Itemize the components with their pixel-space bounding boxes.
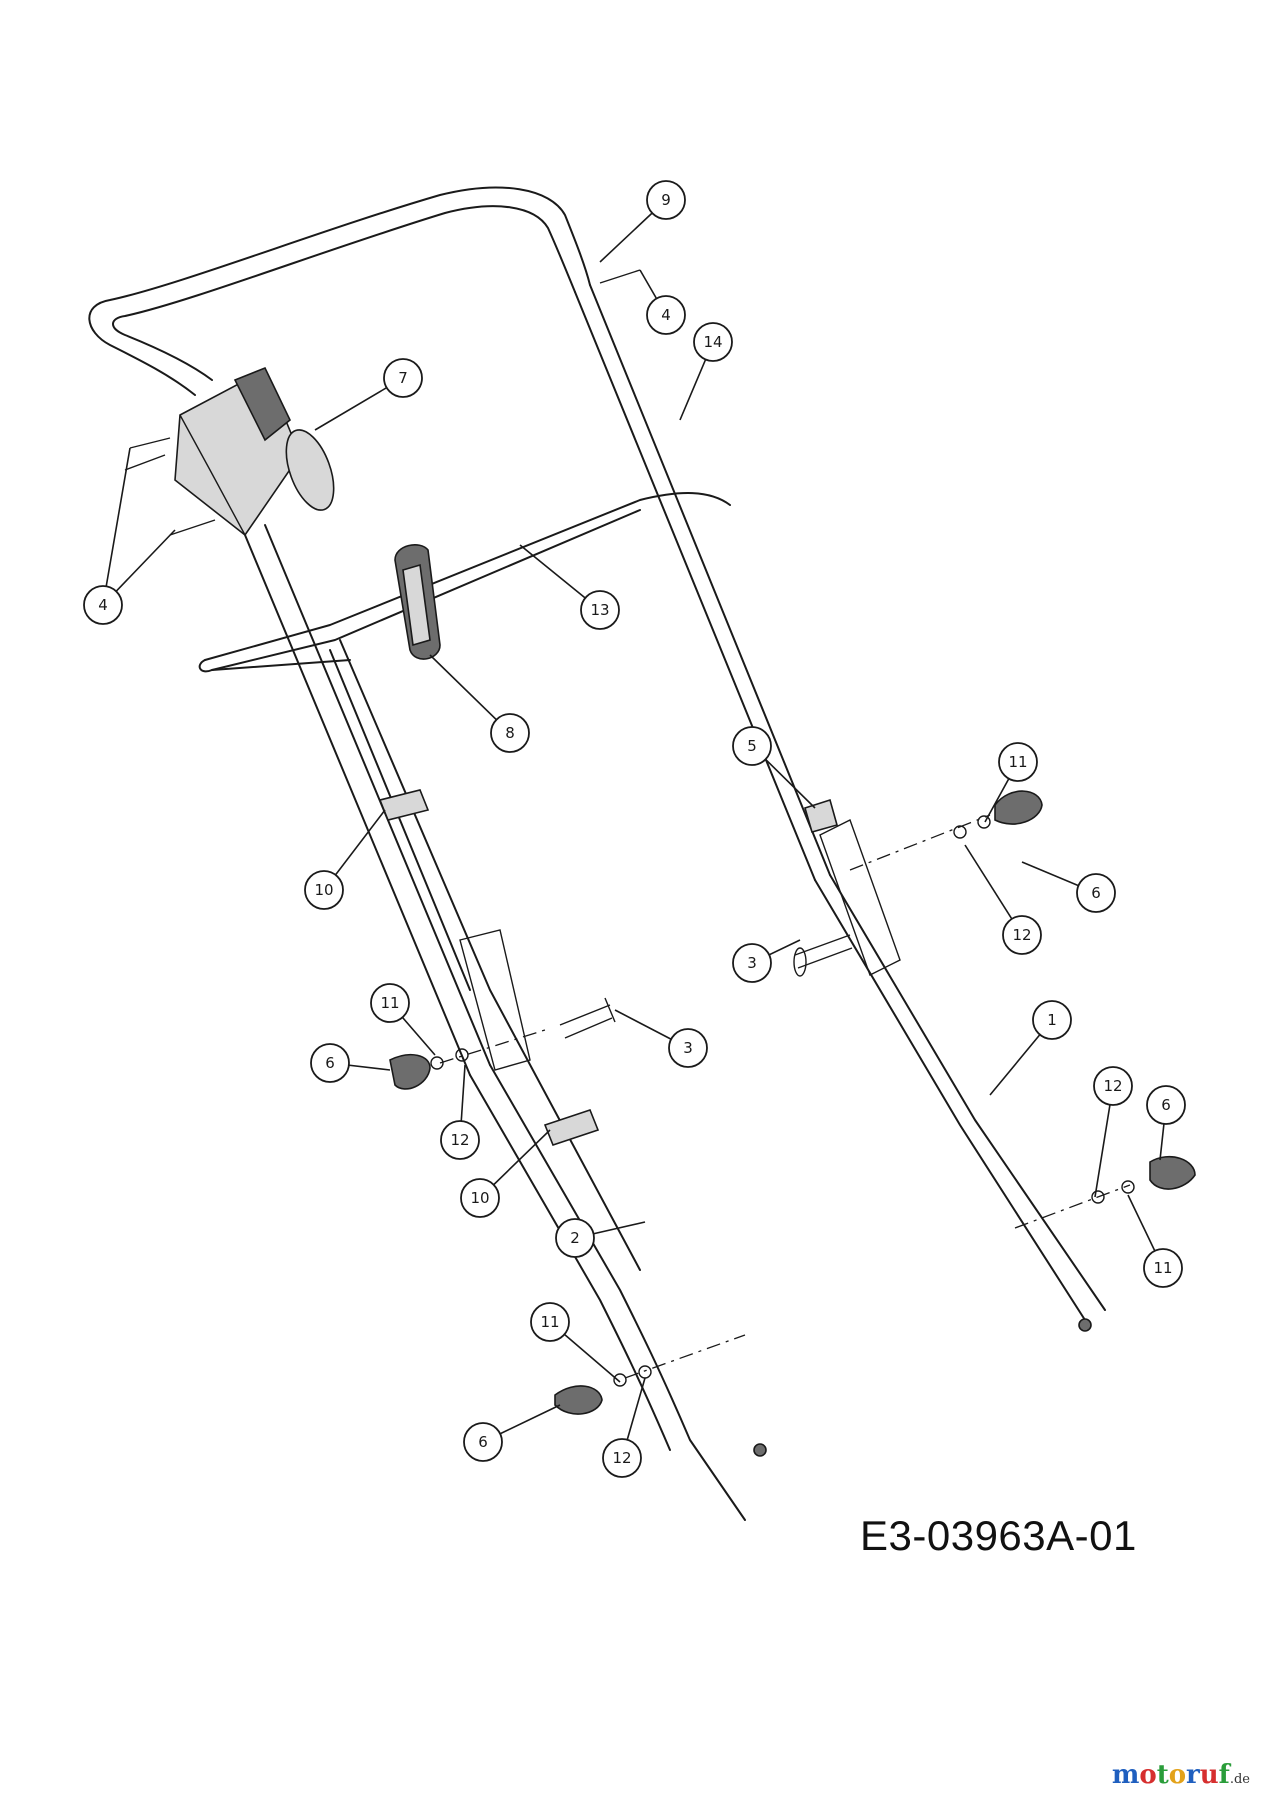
brand-letter: f [1218,1760,1230,1790]
callout-label: 10 [314,881,333,899]
callout-circle [732,726,772,766]
callout-11: 11 [370,983,410,1023]
upper-handle [88,186,831,1076]
callout-8: 8 [490,713,530,753]
callout-label: 9 [661,191,671,209]
callout-circle [646,295,686,335]
callout-label: 6 [325,1054,335,1072]
brand-letter: m [1111,1760,1140,1790]
callout-label: 11 [1008,753,1027,771]
callout-circle [304,870,344,910]
reference-code: E3-03963A-01 [860,1512,1137,1559]
callout-circle [668,1028,708,1068]
control-bar [198,492,731,673]
callout-label: 12 [1103,1077,1122,1095]
callout-label: 7 [398,369,408,387]
fasteners [124,269,1196,1415]
callout-circle [646,180,686,220]
callout-circle [440,1120,480,1160]
callout-circle [602,1438,642,1478]
callout-label: 3 [683,1039,693,1057]
brand-letter: r [1186,1760,1200,1790]
lower-handle-left [329,639,767,1521]
callout-label: 4 [98,596,108,614]
callout-label: 6 [478,1433,488,1451]
callout-label: 12 [1012,926,1031,944]
callout-10: 10 [460,1178,500,1218]
callout-circle [463,1422,503,1462]
cable-guide [394,544,441,660]
callout-9: 9 [646,180,686,220]
callout-circle [1002,915,1042,955]
lower-handle-right [814,819,1106,1332]
callout-4: 4 [646,295,686,335]
switch-box [174,366,335,537]
callout-12: 12 [1093,1066,1133,1106]
callout-label: 2 [570,1229,580,1247]
callout-label: 13 [590,601,609,619]
callout-label: 1 [1047,1011,1057,1029]
callout-circle [310,1043,350,1083]
callout-circle [693,322,733,362]
callout-circle [490,713,530,753]
callout-circle [998,742,1038,782]
callout-label: 10 [470,1189,489,1207]
callout-circle [383,358,423,398]
callout-label: 6 [1091,884,1101,902]
callout-6: 6 [1146,1085,1186,1125]
callout-label: 6 [1161,1096,1171,1114]
callout-circle [83,585,123,625]
callout-circle [530,1302,570,1342]
callout-10: 10 [304,870,344,910]
callout-3: 3 [668,1028,708,1068]
callout-11: 11 [1143,1248,1183,1288]
callout-14: 14 [693,322,733,362]
callout-2: 2 [555,1218,595,1258]
callout-circle [580,590,620,630]
callout-12: 12 [1002,915,1042,955]
callout-circle [1146,1085,1186,1125]
brand-letter: u [1199,1760,1219,1790]
brand-letter: t [1156,1760,1169,1790]
clips [378,789,600,1146]
brand-suffix: .de [1229,1772,1250,1787]
callout-label: 3 [747,954,757,972]
callout-label: 11 [380,994,399,1012]
callout-circle [1093,1066,1133,1106]
callout-5: 5 [732,726,772,766]
callout-1: 1 [1032,1000,1072,1040]
callout-3: 3 [732,943,772,983]
callout-label: 5 [747,737,757,755]
callout-circle [1143,1248,1183,1288]
callout-label: 11 [540,1313,559,1331]
callout-circle [460,1178,500,1218]
callout-bubbles: 9 4 14 7 4 13 8 5 11 6 12 3 10 11 6 3 12 1 12 6 10 2 11 11 6 12 [83,180,1186,1478]
callout-circle [1076,873,1116,913]
callout-circle [370,983,410,1023]
callout-6: 6 [463,1422,503,1462]
callout-label: 4 [661,306,671,324]
callout-12: 12 [602,1438,642,1478]
brand-letter: o [1139,1760,1157,1790]
callout-circle [555,1218,595,1258]
callout-11: 11 [530,1302,570,1342]
callout-11: 11 [998,742,1038,782]
brand-logo: motoruf.de [1112,1760,1250,1790]
callout-label: 12 [612,1449,631,1467]
callout-4: 4 [83,585,123,625]
brand-letter: o [1168,1760,1187,1790]
callout-circle [1032,1000,1072,1040]
callout-label: 8 [505,724,515,742]
callout-label: 11 [1153,1259,1172,1277]
callout-13: 13 [580,590,620,630]
callout-7: 7 [383,358,423,398]
callout-label: 14 [703,333,722,351]
callout-6: 6 [1076,873,1116,913]
callout-6: 6 [310,1043,350,1083]
callout-circle [732,943,772,983]
callout-12: 12 [440,1120,480,1160]
callout-label: 12 [450,1131,469,1149]
